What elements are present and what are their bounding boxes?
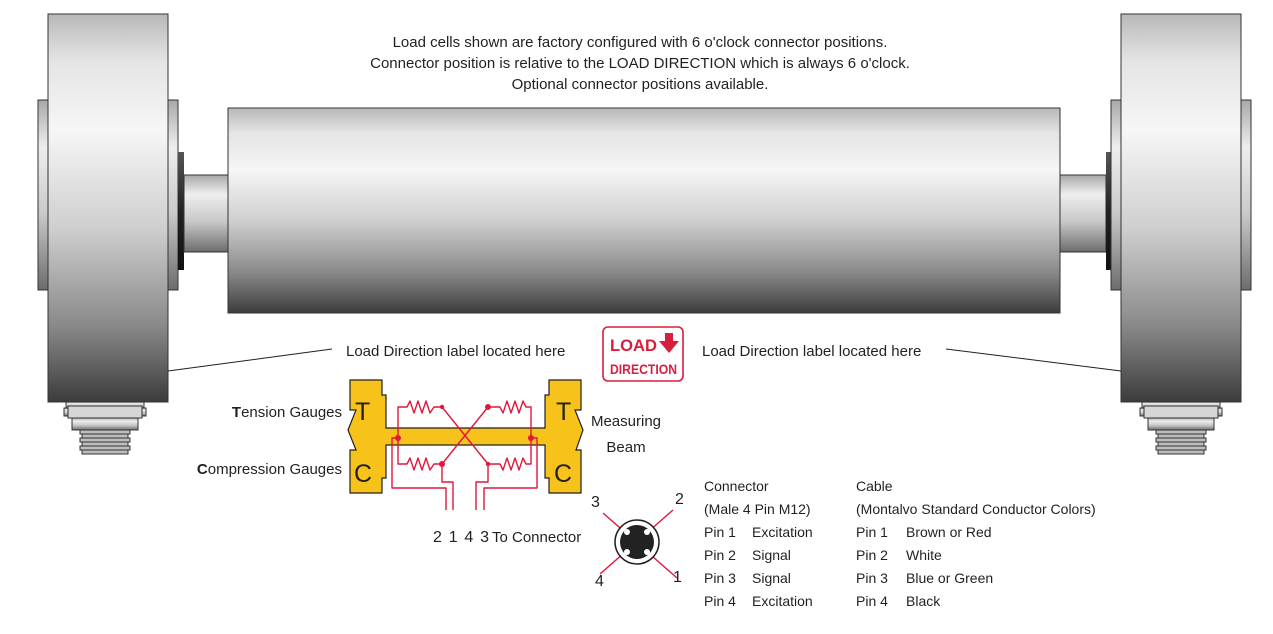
top-notes: Load cells shown are factory configured …: [370, 34, 910, 93]
wire-pin-order: 2 1 4 3: [433, 529, 489, 546]
cable-row-pin: Pin 4: [856, 593, 888, 609]
bridge-junctions: [395, 404, 534, 467]
pin-number-1: 1: [673, 569, 682, 586]
tension-rest: ension Gauges: [241, 404, 342, 421]
note-line-1: Load cells shown are factory configured …: [393, 34, 888, 51]
connector-row-name: Excitation: [752, 593, 813, 609]
connector-row-pin: Pin 2: [704, 547, 736, 563]
cable-row-color: Brown or Red: [906, 524, 992, 540]
cable-row-pin: Pin 1: [856, 524, 888, 540]
right-load-cell: [1106, 13, 1252, 403]
note-line-2: Connector position is relative to the LO…: [370, 55, 910, 72]
pin-number-3: 3: [591, 494, 600, 511]
tension-gauges-label: Tension Gauges: [232, 404, 342, 421]
note-line-3: Optional connector positions available.: [512, 76, 769, 93]
connector-row-name: Signal: [752, 547, 791, 563]
connector-row-pin: Pin 1: [704, 524, 736, 540]
cable-table: Cable (Montalvo Standard Conductor Color…: [856, 478, 1096, 609]
left-shaft: [183, 174, 231, 253]
pin-number-4: 4: [595, 573, 604, 590]
badge-text-load: LOAD: [610, 336, 657, 355]
right-connector-fitting: [1139, 401, 1223, 455]
measuring-label: Measuring: [591, 413, 661, 430]
tension-initial: T: [232, 404, 241, 421]
roller-cylinder: [227, 107, 1061, 314]
connector-row-pin: Pin 3: [704, 570, 736, 586]
cable-subtitle: (Montalvo Standard Conductor Colors): [856, 501, 1096, 517]
beam-label: Beam: [606, 439, 645, 456]
connector-table: Connector (Male 4 Pin M12) Pin 1 Excitat…: [704, 478, 813, 609]
cable-row-pin: Pin 2: [856, 547, 888, 563]
connector-pin-face: [599, 509, 678, 579]
gauge-letter-t-right: T: [556, 398, 571, 426]
cable-row-color: Black: [906, 593, 941, 609]
connector-title: Connector: [704, 478, 769, 494]
connector-row-name: Signal: [752, 570, 791, 586]
gauge-letter-c-left: C: [354, 460, 372, 488]
bridge-wiring: [391, 400, 538, 510]
cable-title: Cable: [856, 478, 893, 494]
load-direction-label-right: Load Direction label located here: [702, 343, 921, 360]
gauge-letter-c-right: C: [554, 460, 572, 488]
load-direction-label-left: Load Direction label located here: [346, 343, 565, 360]
leader-line-left: [167, 348, 333, 372]
compression-gauges-label: Compression Gauges: [197, 461, 342, 478]
cable-row-color: Blue or Green: [906, 570, 993, 586]
connector-subtitle: (Male 4 Pin M12): [704, 501, 811, 517]
left-connector-fitting: [63, 401, 147, 455]
gauge-letter-t-left: T: [355, 398, 370, 426]
leader-line-right: [945, 348, 1122, 372]
left-load-cell: [37, 13, 184, 403]
cable-row-pin: Pin 3: [856, 570, 888, 586]
pin-number-2: 2: [675, 491, 684, 508]
connector-row-pin: Pin 4: [704, 593, 736, 609]
cable-row-color: White: [906, 547, 942, 563]
load-direction-badge: LOAD DIRECTION: [602, 326, 684, 382]
to-connector-label: To Connector: [492, 529, 581, 546]
compression-rest: ompression Gauges: [208, 461, 342, 478]
connector-row-name: Excitation: [752, 524, 813, 540]
badge-text-direction: DIRECTION: [610, 361, 677, 377]
compression-initial: C: [197, 461, 208, 478]
down-arrow-icon: [659, 333, 679, 353]
right-shaft: [1059, 174, 1107, 253]
